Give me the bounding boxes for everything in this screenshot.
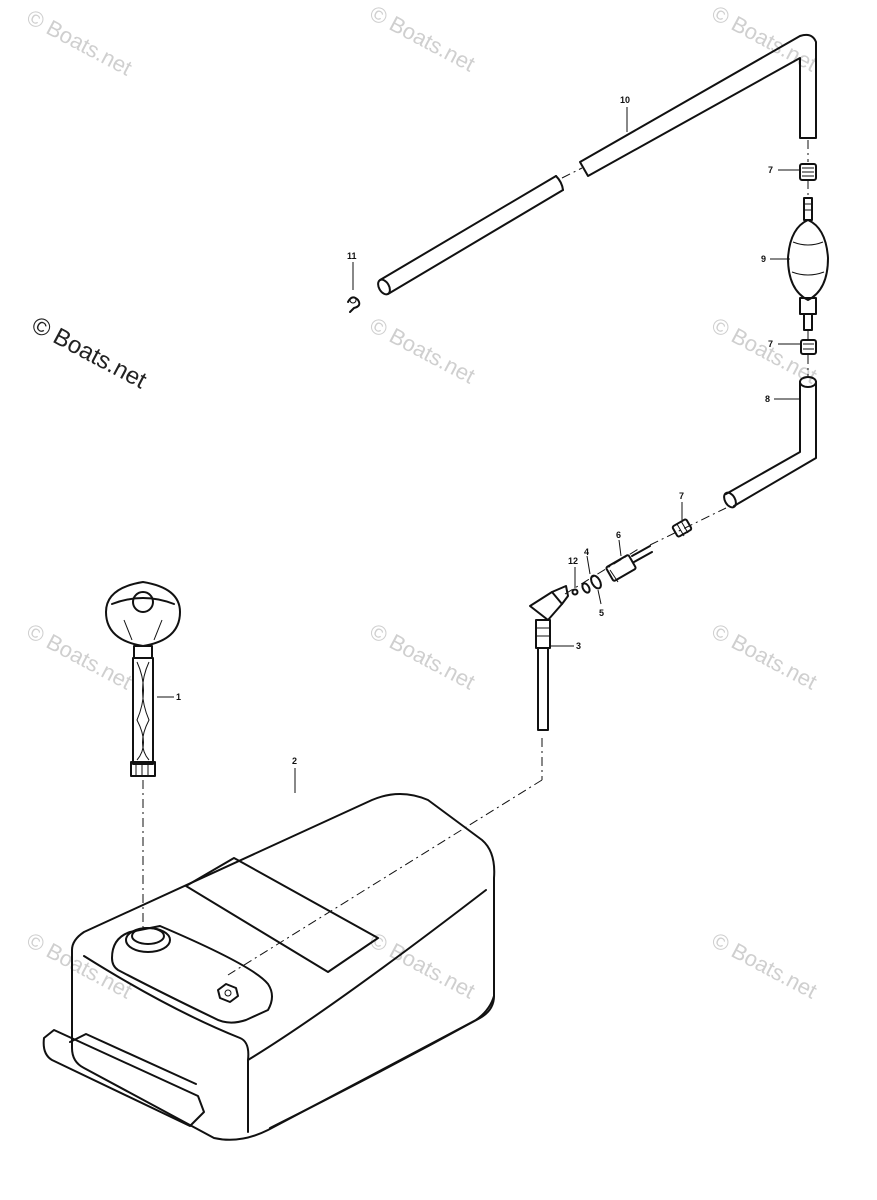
callout-5: 5 [599, 608, 604, 618]
callout-7-middle: 7 [768, 339, 773, 349]
watermark: © Boats.net [23, 4, 137, 80]
callout-1: 1 [176, 692, 181, 702]
callout-11: 11 [347, 251, 357, 261]
watermark: © Boats.net [708, 0, 822, 76]
fuel-hose-long [377, 33, 817, 296]
hose-connector-middle [800, 339, 817, 355]
watermark: © Boats.net [366, 312, 480, 388]
fuel-gauge [105, 581, 181, 777]
callout-2: 2 [292, 756, 297, 766]
fuel-tank [42, 793, 496, 1141]
o-ring-and-washers [571, 574, 602, 596]
watermark: © Boats.net [708, 927, 822, 1003]
callout-10: 10 [620, 95, 630, 105]
hose-connector-lower [671, 518, 693, 538]
callout-leaders [157, 107, 801, 793]
fuel-hose-short [723, 376, 817, 509]
watermark: © Boats.net [366, 0, 480, 76]
callout-4: 4 [584, 547, 589, 557]
watermark-prominent: © Boats.net [27, 311, 151, 394]
callout-6: 6 [616, 530, 621, 540]
callout-8: 8 [765, 394, 770, 404]
callout-9: 9 [761, 254, 766, 264]
callout-labels: 1 2 3 4 5 6 7 7 7 8 9 10 11 12 [176, 95, 773, 766]
hose-connector-top [799, 163, 817, 181]
watermarks: © Boats.net © Boats.net © Boats.net © Bo… [23, 0, 822, 1003]
watermark: © Boats.net [366, 618, 480, 694]
watermark: © Boats.net [708, 618, 822, 694]
fuel-pickup-tube [529, 585, 569, 731]
callout-12: 12 [568, 556, 578, 566]
callout-7-top: 7 [768, 165, 773, 175]
callout-3: 3 [576, 641, 581, 651]
hose-clamp [347, 296, 361, 313]
fuel-fitting [605, 545, 653, 583]
watermark: © Boats.net [23, 618, 137, 694]
callout-7-lower: 7 [679, 491, 684, 501]
assembly-lines [142, 140, 809, 976]
primer-bulb [787, 197, 829, 331]
